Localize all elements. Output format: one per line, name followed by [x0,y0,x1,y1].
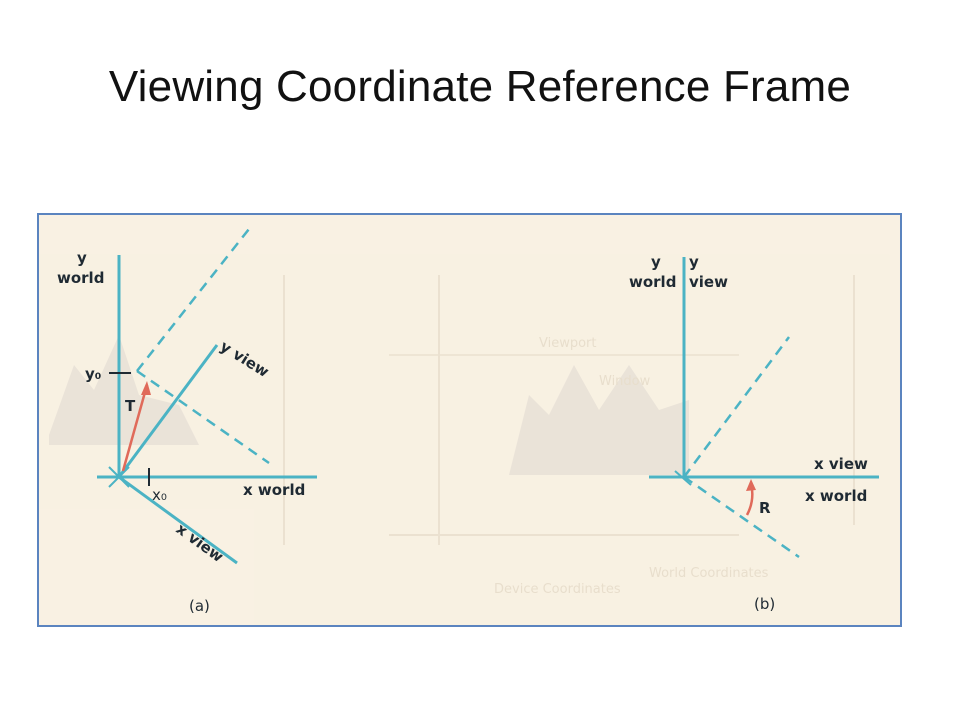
panel-a-y-view-dashed-line [136,228,250,372]
panel-a-x0-label: x₀ [152,486,167,504]
panel-a-caption: (a) [189,597,210,615]
ghost-window-label: Window [599,374,651,389]
panel-b-y-view-label-line1: y [689,253,699,271]
panel-a-translation-arrowhead [141,381,151,395]
panel-b-rotation-arrowhead [746,479,756,491]
panel-b-x-world-dashed-axis [683,475,800,559]
ghost-world-coordinates-label: World Coordinates [649,566,769,581]
ghost-viewport-label: Viewport [539,336,597,351]
panel-b-x-view-label: x view [814,455,868,473]
panel-b-origin-mark [674,470,692,486]
panel-a-x-view-axis [118,475,238,565]
panel-a-y-view-axis [117,344,219,478]
slide-title: Viewing Coordinate Reference Frame [108,62,852,111]
panel-b-y-world-label-line1: y [651,253,661,271]
panel-b-rotation-label: R [759,499,771,517]
panel-b-y-world-label-line2: world [629,273,676,291]
panel-a-x-view-dashed-line [136,369,270,465]
panel-a-y-world-label-line2: world [57,269,104,287]
background-ghost: Viewport Window Device Coordinates World… [39,215,900,625]
viewing-frame-diagram: Viewport Window Device Coordinates World… [39,215,900,625]
panel-b: y world y view x view x world R (b) [629,253,879,613]
panel-a-y-world-label-line1: y [77,249,87,267]
panel-b-y-world-dashed-axis [683,336,790,478]
figure-frame: Viewport Window Device Coordinates World… [37,213,902,627]
panel-a-y0-label: y₀ [85,365,101,383]
panel-a-vector-label: T [125,397,136,415]
panel-b-x-world-label: x world [805,487,867,505]
panel-a-translation-vector [121,384,149,472]
ghost-device-coordinates-label: Device Coordinates [494,582,621,597]
panel-b-caption: (b) [754,595,775,613]
panel-a-x-world-label: x world [243,481,305,499]
panel-b-y-view-label-line2: view [689,273,728,291]
